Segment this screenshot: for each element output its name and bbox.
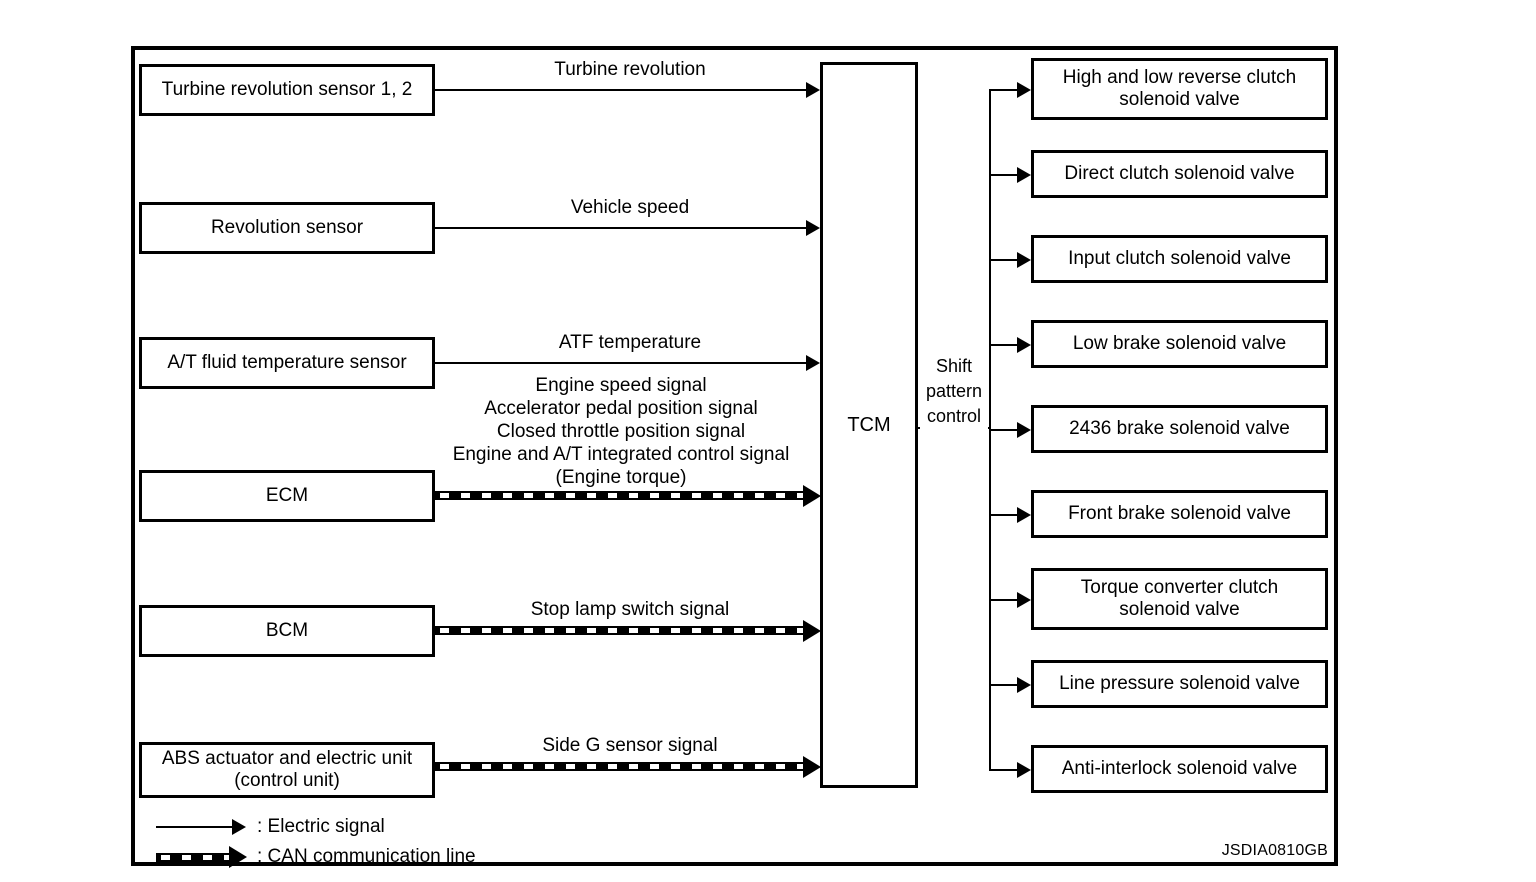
signal-label-atf-temperature: ATF temperature [558, 332, 702, 353]
input-box-label: A/T fluid temperature sensor [167, 352, 407, 373]
signal-line-vehicle-speed [435, 227, 807, 229]
input-box-label: Revolution sensor [210, 217, 364, 238]
diagram-id-code: JSDIA0810GB [1221, 842, 1328, 859]
arrow-head-output-2 [1017, 167, 1031, 183]
output-box-label: Low brake solenoid valve [1072, 333, 1287, 354]
output-box-label: 2436 brake solenoid valve [1069, 418, 1290, 439]
arrow-head-output-3 [1017, 252, 1031, 268]
output-line-3 [989, 259, 1019, 261]
output-box-label: Anti-interlock solenoid valve [1061, 758, 1298, 779]
output-box-low-brake-solenoid-valve: Low brake solenoid valve [1031, 320, 1328, 368]
can-line-bcm [435, 626, 807, 635]
can-arrow-head-bcm [803, 620, 821, 642]
output-box-2436-brake-solenoid-valve: 2436 brake solenoid valve [1031, 405, 1328, 453]
output-line-4 [989, 344, 1019, 346]
signal-line-turbine-revolution [435, 89, 807, 91]
signal-line-atf-temperature [435, 362, 807, 364]
diagram-frame: Turbine revolution sensor 1, 2 Revolutio… [131, 46, 1338, 868]
input-box-ecm: ECM [139, 470, 435, 522]
output-line-9 [989, 769, 1019, 771]
input-box-revolution-sensor: Revolution sensor [139, 202, 435, 254]
input-box-at-fluid-temperature-sensor: A/T fluid temperature sensor [139, 337, 435, 389]
arrow-head-output-6 [1017, 507, 1031, 523]
output-box-label: Direct clutch solenoid valve [1064, 163, 1295, 184]
arrow-head-output-1 [1017, 82, 1031, 98]
output-box-input-clutch-solenoid-valve: Input clutch solenoid valve [1031, 235, 1328, 283]
output-box-label: Input clutch solenoid valve [1068, 248, 1291, 269]
output-line-6 [989, 514, 1019, 516]
output-box-label: High and low reverse clutch solenoid val… [1062, 67, 1297, 110]
can-arrow-head-abs [803, 756, 821, 778]
output-line-7 [989, 599, 1019, 601]
arrow-head-output-5 [1017, 422, 1031, 438]
input-box-bcm: BCM [139, 605, 435, 657]
output-line-8 [989, 684, 1019, 686]
signal-label-turbine-revolution: Turbine revolution [554, 59, 706, 80]
arrow-head-output-8 [1017, 677, 1031, 693]
arrow-head-output-9 [1017, 762, 1031, 778]
output-line-5 [989, 429, 1019, 431]
tcm-box: TCM [820, 62, 918, 788]
shift-pattern-control-label: Shift pattern control [920, 354, 988, 429]
electric-signal-line-icon [156, 826, 234, 828]
arrow-head-vehicle-speed [806, 220, 820, 236]
can-line-ecm [435, 491, 807, 500]
input-box-label: BCM [265, 620, 309, 641]
output-box-line-pressure-solenoid-valve: Line pressure solenoid valve [1031, 660, 1328, 708]
can-communication-line-icon [156, 853, 231, 862]
arrow-head-output-4 [1017, 337, 1031, 353]
arrow-head-turbine-revolution [806, 82, 820, 98]
output-box-torque-converter-clutch-solenoid-valve: Torque converter clutch solenoid valve [1031, 568, 1328, 630]
legend: : Electric signal : CAN communication li… [149, 812, 749, 872]
output-line-2 [989, 174, 1019, 176]
output-box-label: Front brake solenoid valve [1068, 503, 1291, 524]
output-box-high-and-low-reverse-clutch-solenoid-valve: High and low reverse clutch solenoid val… [1031, 58, 1328, 120]
input-box-label: ABS actuator and electric unit (control … [161, 748, 413, 791]
signal-label-vehicle-speed: Vehicle speed [570, 197, 690, 218]
output-box-label: Line pressure solenoid valve [1059, 673, 1300, 694]
can-communication-arrow-icon [229, 846, 247, 868]
legend-row-can-communication-line: : CAN communication line [149, 842, 749, 872]
input-box-turbine-revolution-sensor: Turbine revolution sensor 1, 2 [139, 64, 435, 116]
legend-label-can-communication-line: : CAN communication line [257, 846, 476, 867]
input-box-abs-actuator-and-electric-unit: ABS actuator and electric unit (control … [139, 742, 435, 798]
output-box-front-brake-solenoid-valve: Front brake solenoid valve [1031, 490, 1328, 538]
arrow-head-atf-temperature [806, 355, 820, 371]
signal-label-side-g-sensor: Side G sensor signal [542, 735, 718, 756]
legend-row-electric-signal: : Electric signal [149, 812, 749, 842]
electric-signal-arrow-icon [232, 819, 246, 835]
input-box-label: ECM [265, 485, 309, 506]
arrow-head-output-7 [1017, 592, 1031, 608]
output-box-label: Torque converter clutch solenoid valve [1080, 577, 1279, 620]
signal-label-ecm-signals: Engine speed signal Accelerator pedal po… [452, 375, 790, 488]
signal-label-stop-lamp-switch: Stop lamp switch signal [530, 599, 730, 620]
tcm-label: TCM [847, 413, 891, 436]
can-line-abs [435, 762, 807, 771]
output-line-1 [989, 89, 1019, 91]
can-arrow-head-ecm [803, 485, 821, 507]
output-box-anti-interlock-solenoid-valve: Anti-interlock solenoid valve [1031, 745, 1328, 793]
legend-label-electric-signal: : Electric signal [257, 816, 385, 837]
output-box-direct-clutch-solenoid-valve: Direct clutch solenoid valve [1031, 150, 1328, 198]
input-box-label: Turbine revolution sensor 1, 2 [161, 79, 413, 100]
